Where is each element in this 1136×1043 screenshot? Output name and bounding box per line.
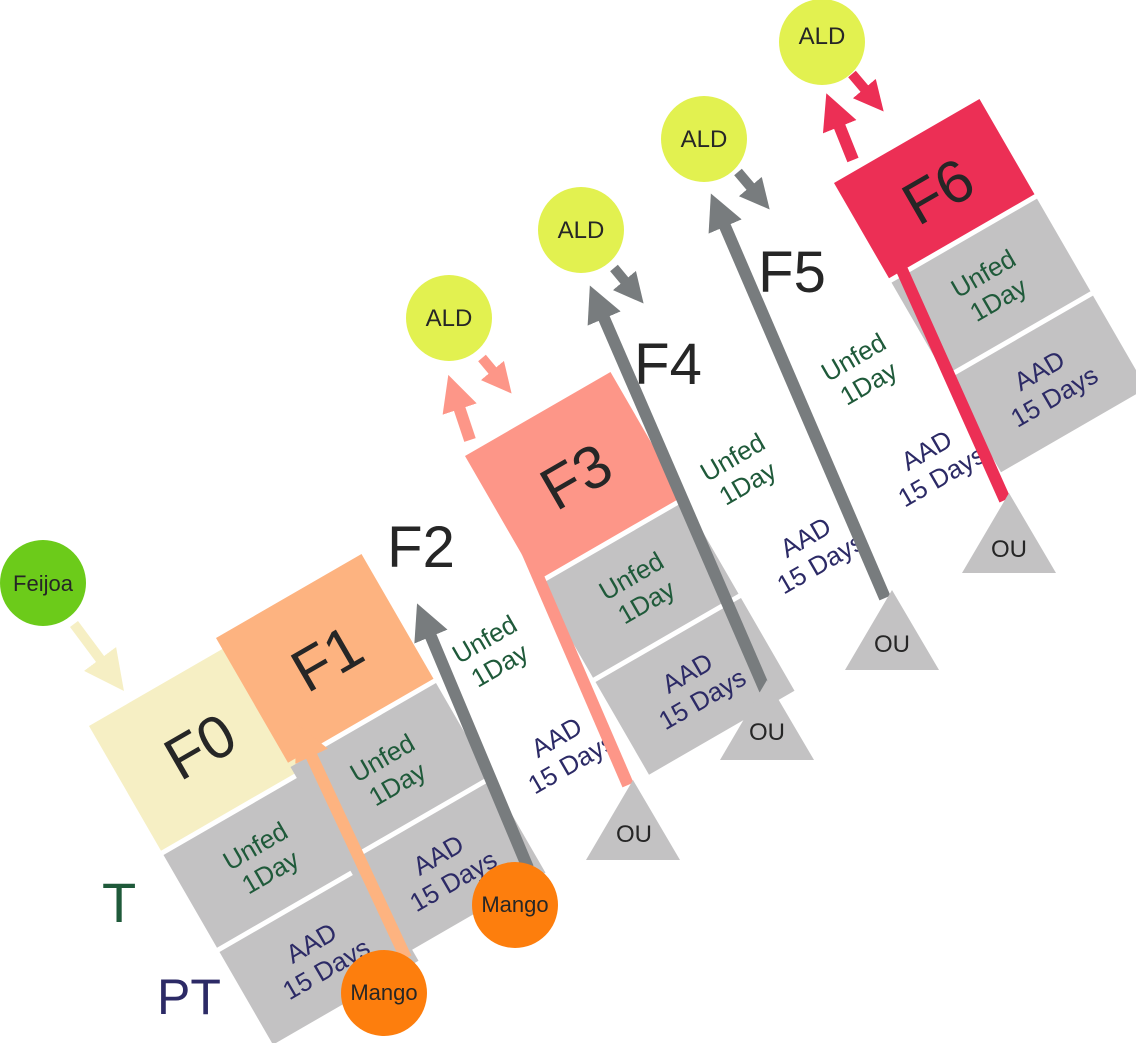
ald-to-f4-arrow — [610, 264, 644, 304]
f3-unfed-box — [539, 501, 739, 678]
ou-node-f3: OU — [586, 780, 680, 860]
f6-header-box — [834, 99, 1035, 279]
ald-to-f5-arrow — [734, 168, 770, 210]
ald-node-f6: ALD — [779, 0, 865, 85]
ald-label: ALD — [558, 217, 605, 244]
ou-to-ald-f4-arrow — [587, 285, 771, 693]
column-f6: F6 Unfed1Day AAD15 Days — [834, 99, 1136, 473]
f6-to-ald-arrow — [822, 93, 859, 163]
mango-to-f1-arrow — [295, 723, 412, 961]
ou-node-f4: OU — [720, 680, 814, 760]
ou-node-f6: OU — [962, 493, 1056, 573]
ald-node-f4: ALD — [538, 187, 624, 273]
f3-header-box — [465, 372, 683, 581]
legend-pt: PT — [157, 969, 221, 1025]
f3-to-ald-arrow — [442, 374, 477, 442]
feijoa-node: Feijoa — [0, 540, 86, 626]
ou-label: OU — [874, 631, 910, 658]
f0-aad-box — [219, 868, 419, 1043]
ald-to-f6-arrow — [848, 70, 884, 112]
f3-line-to-ou — [514, 532, 634, 788]
f6-line-to-ou — [896, 267, 1011, 503]
mango-node-f1: Mango — [341, 950, 427, 1036]
mango-label: Mango — [481, 892, 548, 917]
f4-label: F4 — [634, 332, 702, 397]
ou-label: OU — [616, 821, 652, 848]
legend-t: T — [102, 871, 137, 934]
ald-to-f3-arrow — [478, 354, 512, 394]
f6-unfed-box — [891, 198, 1091, 376]
ou-node-f5: OU — [845, 590, 939, 670]
mango-to-f2-arrow — [414, 603, 534, 871]
ald-label: ALD — [681, 126, 728, 153]
ou-to-ald-f5-arrow — [708, 193, 891, 601]
f1-aad-box — [346, 780, 546, 957]
ald-label: ALD — [799, 23, 846, 50]
ou-label: OU — [991, 536, 1027, 563]
feijoa-to-f0-arrow — [69, 621, 124, 692]
f6-aad-box — [947, 295, 1136, 473]
f2-label: F2 — [387, 515, 455, 580]
ald-node-f3: ALD — [406, 275, 492, 361]
f5-label: F5 — [758, 240, 826, 305]
f1-header-box — [216, 554, 434, 763]
feijoa-label: Feijoa — [13, 571, 74, 596]
f0-unfed-box — [163, 771, 363, 948]
ald-node-f5: ALD — [661, 96, 747, 182]
ou-label: OU — [749, 719, 785, 746]
mango-label: Mango — [350, 980, 417, 1005]
mango-node-f2: Mango — [472, 862, 558, 948]
f5-unfed-text: Unfed1Day — [816, 327, 906, 414]
f2-unfed-text: Unfed1Day — [447, 609, 537, 696]
ald-label: ALD — [426, 305, 473, 332]
f4-unfed-text: Unfed1Day — [695, 427, 785, 514]
